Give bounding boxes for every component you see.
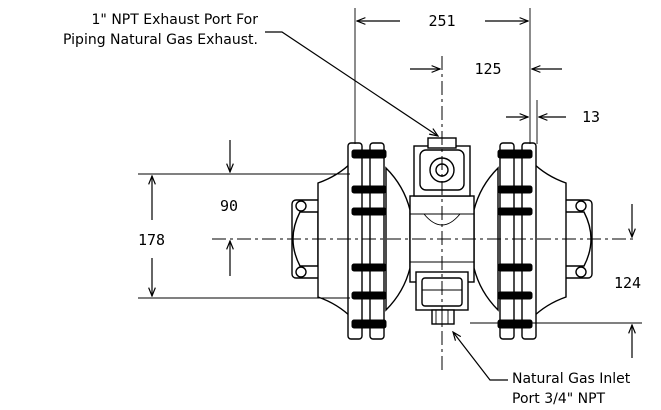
pump-body bbox=[291, 137, 593, 340]
inlet-callout-line1: Natural Gas Inlet bbox=[512, 371, 631, 387]
right-chamber-outer bbox=[531, 160, 567, 320]
dim-inlet-offset: 124 bbox=[470, 204, 642, 358]
dim-heights: 178 90 bbox=[138, 140, 350, 299]
dim-flange-value: 13 bbox=[582, 108, 600, 126]
right-bolts bbox=[497, 149, 533, 329]
exhaust-callout: 1" NPT Exhaust Port For Piping Natural G… bbox=[63, 12, 438, 136]
left-chamber-outer bbox=[317, 160, 353, 320]
dim-overall-height-value: 178 bbox=[138, 231, 165, 249]
exhaust-port bbox=[413, 137, 471, 197]
dim-upper-height-value: 90 bbox=[220, 197, 238, 215]
right-clamp-plate-b bbox=[521, 142, 537, 340]
dim-overall-width: 251 bbox=[354, 8, 531, 144]
dim-flange: 13 bbox=[506, 100, 600, 144]
left-clamp-plate-b bbox=[369, 142, 385, 340]
left-bolts bbox=[351, 149, 387, 329]
right-clamp-plate-a bbox=[499, 142, 515, 340]
dim-half-width-value: 125 bbox=[474, 60, 501, 78]
left-clamp-plate-a bbox=[347, 142, 363, 340]
exhaust-callout-line2: Piping Natural Gas Exhaust. bbox=[63, 32, 258, 48]
exhaust-callout-line1: 1" NPT Exhaust Port For bbox=[92, 12, 259, 28]
dim-half-width: 125 bbox=[410, 60, 562, 78]
inlet-callout-line2: Port 3/4" NPT bbox=[512, 391, 606, 407]
dim-inlet-offset-value: 124 bbox=[614, 274, 641, 292]
inlet-callout: Natural Gas Inlet Port 3/4" NPT bbox=[453, 332, 631, 407]
dim-overall-width-value: 251 bbox=[428, 12, 455, 30]
